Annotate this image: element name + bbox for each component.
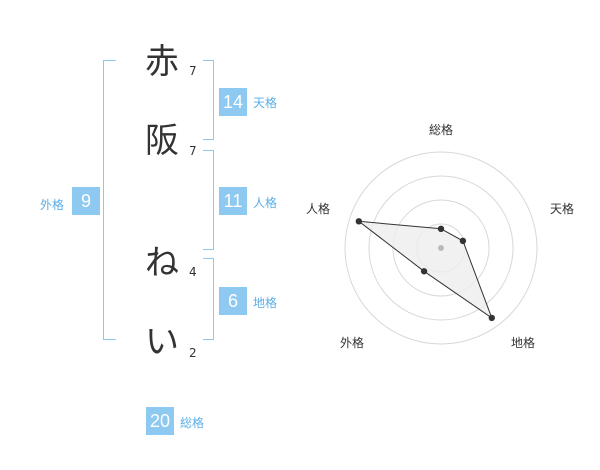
chikaku-label: 地格 — [253, 296, 278, 310]
jinkaku-label: 人格 — [253, 196, 278, 210]
radar-axis-label-soukaku: 総格 — [429, 122, 453, 137]
soukaku-box: 20 — [146, 407, 174, 435]
radar-point — [459, 237, 467, 245]
radar-point — [437, 225, 445, 232]
name-char-1: 赤 — [145, 42, 179, 82]
gaikaku-bracket — [103, 60, 116, 340]
soukaku-label: 総格 — [180, 416, 205, 430]
chikaku-bracket — [203, 258, 214, 340]
radar-point — [420, 268, 428, 275]
radar-point — [355, 218, 363, 225]
name-char-4: い — [145, 322, 179, 362]
radar-axis-label-jinkaku: 人格 — [306, 201, 330, 216]
radar-ring — [368, 175, 514, 321]
stroke-count-4: 2 — [189, 346, 197, 360]
gaikaku-label: 外格 — [40, 198, 65, 212]
radar-ring — [344, 151, 538, 345]
tenkaku-bracket — [203, 60, 214, 140]
chikaku-box: 6 — [219, 287, 247, 315]
jinkaku-box: 11 — [219, 187, 247, 215]
jinkaku-bracket — [203, 150, 214, 250]
stroke-count-1: 7 — [189, 64, 197, 78]
radar-axis-label-gaikaku: 外格 — [340, 335, 364, 350]
radar-axis-label-tenkaku: 天格 — [550, 201, 574, 216]
stroke-count-3: 4 — [189, 265, 197, 279]
tenkaku-label: 天格 — [253, 96, 278, 110]
gaikaku-box: 9 — [72, 187, 100, 215]
radar-center — [438, 245, 444, 251]
name-char-3: ね — [145, 243, 179, 283]
tenkaku-box: 14 — [219, 88, 247, 116]
stroke-count-2: 7 — [189, 144, 197, 158]
name-char-2: 阪 — [145, 121, 179, 161]
radar-axis-label-chikaku: 地格 — [511, 335, 535, 350]
radar-point — [488, 314, 495, 322]
